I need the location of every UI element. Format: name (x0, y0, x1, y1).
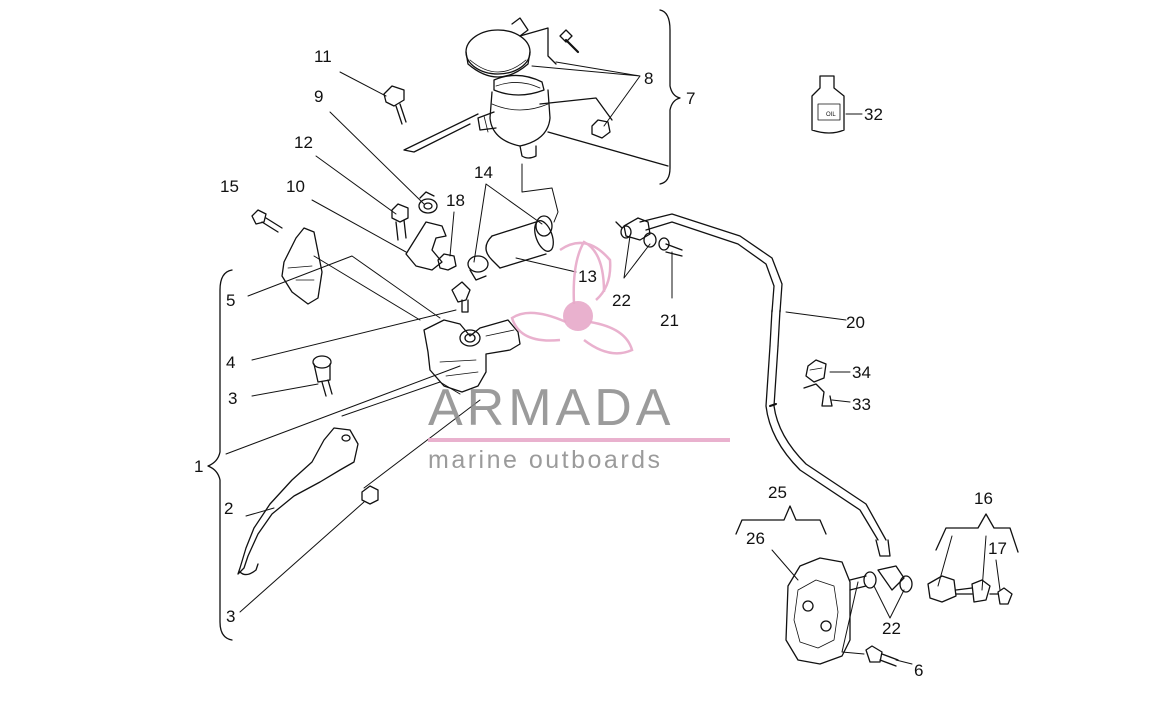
elbow-fitting (451, 281, 471, 313)
propeller-hub (563, 301, 593, 331)
master-cylinder-body (423, 319, 521, 393)
oil-bottle-32 (811, 75, 845, 134)
callout-8: 8 (644, 69, 653, 88)
banjo-bolt-21 (615, 221, 683, 257)
brake-lever-2 (237, 427, 359, 576)
nut-18 (437, 253, 457, 271)
callout-5: 5 (226, 291, 235, 310)
bolt-15 (251, 209, 283, 233)
callout-16: 16 (974, 489, 993, 508)
nut-8 (591, 119, 611, 139)
clip-33 (803, 383, 833, 407)
callout-3-lower: 3 (226, 607, 235, 626)
reservoir-frame (403, 27, 669, 167)
callout-22-lower: 22 (882, 619, 901, 638)
callout-34: 34 (852, 363, 871, 382)
bracket-1 (207, 269, 233, 641)
bolt-11 (383, 85, 407, 125)
screw-8-top (559, 29, 580, 54)
callout-10: 10 (286, 177, 305, 196)
bracket-7 (659, 9, 681, 185)
reservoir-body (477, 74, 551, 159)
callout-7: 7 (686, 89, 695, 108)
washer-9 (418, 191, 438, 214)
callout-21: 21 (660, 311, 679, 330)
watermark-rule (428, 438, 730, 442)
brake-hose-20 (623, 213, 891, 557)
callout-26: 26 (746, 529, 765, 548)
callout-17: 17 (988, 539, 1007, 558)
bolt-12 (391, 203, 409, 241)
callout-20: 20 (846, 313, 865, 332)
callout-14: 14 (474, 163, 493, 182)
brake-caliper-26 (785, 557, 913, 665)
callout-33: 33 (852, 395, 871, 414)
callout-1: 1 (194, 457, 203, 476)
callout-18: 18 (446, 191, 465, 210)
callout-32: 32 (864, 105, 883, 124)
callout-22-upper: 22 (612, 291, 631, 310)
callout-13: 13 (578, 267, 597, 286)
reservoir-outlet-line (521, 163, 559, 223)
callout-6: 6 (914, 661, 923, 680)
reservoir-cap (465, 17, 531, 78)
callout-4: 4 (226, 353, 235, 372)
watermark-tagline: marine outboards (428, 446, 663, 474)
callout-2: 2 (224, 499, 233, 518)
propeller-logo (510, 240, 634, 355)
bracket-10 (405, 221, 447, 271)
clamp-5 (281, 227, 323, 305)
nut-3 (361, 485, 379, 505)
callout-11: 11 (314, 47, 332, 66)
callout-9: 9 (314, 87, 323, 106)
bolt-6 (865, 645, 899, 667)
bottle-label: OIL (826, 112, 836, 118)
watermark-brand: ARMADA (428, 379, 675, 437)
bracket-25 (735, 505, 827, 535)
bleeder-valve-16 (927, 575, 1013, 605)
pivot-bolt-3 (312, 355, 333, 397)
clamp-14 (467, 215, 553, 281)
callout-25: 25 (768, 483, 787, 502)
grommet-34 (805, 359, 827, 383)
bracket-16 (935, 513, 1019, 553)
callout-3-upper: 3 (228, 389, 237, 408)
callout-12: 12 (294, 133, 313, 152)
callout-15: 15 (220, 177, 239, 196)
hose-13 (485, 220, 554, 269)
